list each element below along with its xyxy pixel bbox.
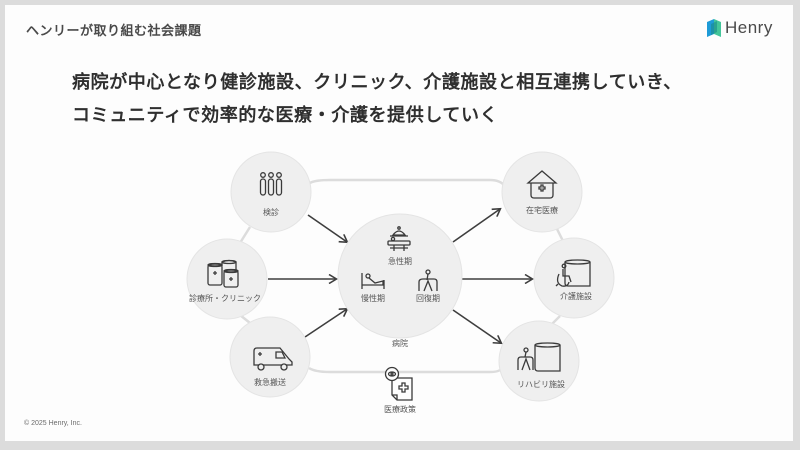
connector-left-upper (238, 226, 252, 244)
walker-icon (418, 269, 438, 292)
checkup-label: 検診 (263, 207, 279, 217)
home-care-icon (526, 170, 558, 199)
ambulance-node: 救急搬送 (229, 316, 311, 398)
hospital-label: 病院 (392, 338, 408, 348)
logo-text: Henry (725, 18, 773, 37)
homecare-label: 在宅医療 (526, 205, 558, 215)
copyright: © 2025 Henry, Inc. (24, 420, 82, 427)
phase-label-acute: 急性期 (388, 256, 412, 266)
arrows (268, 209, 532, 343)
connector-right-lower (551, 315, 561, 325)
rehab-label: リハビリ施設 (517, 379, 565, 389)
clinic-label: 診療所・クリニック (189, 293, 261, 303)
headline-line-2: コミュニティで効率的な医療・介護を提供していく (72, 105, 499, 126)
hospital-node: 急性期 慢性期 回復期 (337, 213, 463, 339)
ambulance-label: 救急搬送 (254, 377, 286, 387)
connector-right-upper (555, 228, 565, 242)
headline-line-1: 病院が中心となり健診施設、クリニック、介護施設と相互連携していき、 (72, 72, 682, 93)
rehab-facility-icon (517, 342, 561, 372)
arrow-checkup-to-hospital (307, 214, 347, 242)
phase-label-recovery: 回復期 (416, 293, 440, 303)
clinic-buildings-icon (207, 259, 239, 288)
henry-logo: Henry (707, 18, 773, 38)
surgery-table-icon (387, 226, 411, 251)
connector-bottom (308, 366, 504, 374)
arrow-hospital-to-homecare (452, 209, 500, 243)
checkup-node: 検診 (230, 151, 312, 233)
arrow-ambulance-to-hospital (304, 309, 347, 338)
connector-top (309, 178, 506, 187)
hospital-bed-icon (361, 273, 385, 289)
ambulance-icon (253, 347, 293, 371)
nursing-node: 介護施設 (533, 237, 615, 319)
henry-logo-icon (707, 19, 721, 37)
people-icon (259, 172, 283, 196)
arrow-hospital-to-rehab (452, 309, 501, 343)
clinic-node: 診療所・クリニック (186, 238, 268, 320)
nursing-label: 介護施設 (560, 291, 592, 301)
homecare-node: 在宅医療 (501, 151, 583, 233)
policy-document-icon (384, 366, 413, 401)
rehab-node: リハビリ施設 (498, 320, 580, 402)
section-title: ヘンリーが取り組む社会課題 (26, 24, 202, 39)
policy-node: 医療政策 (384, 366, 416, 414)
headline: 病院が中心となり健診施設、クリニック、介護施設と相互連携していき、 コミュニティ… (72, 66, 682, 132)
phase-label-chronic: 慢性期 (361, 293, 385, 303)
policy-label: 医療政策 (384, 404, 416, 414)
wheelchair-facility-icon (555, 259, 591, 287)
